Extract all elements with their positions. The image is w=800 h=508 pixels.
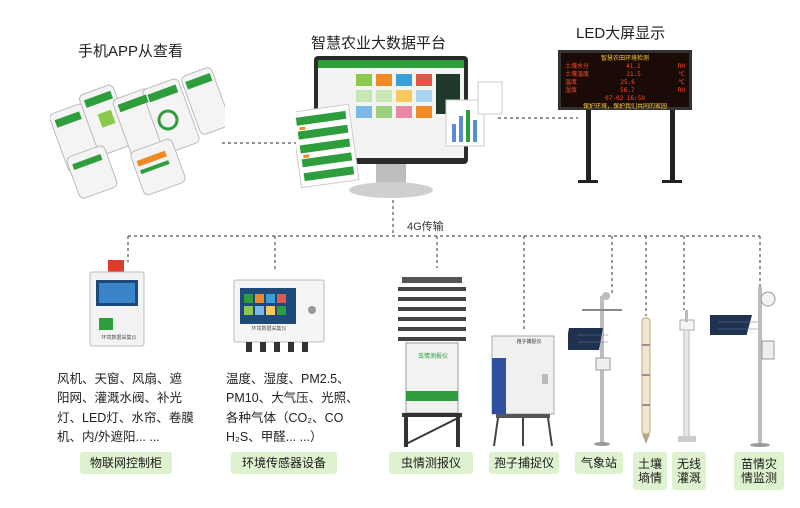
seedling-label: 苗情灾 情监测	[734, 452, 784, 490]
cabinet-description: 风机、天窗、风扇、遮 阳网、灌溉水阀、补光 灯、LED灯、水帘、卷膜 机、内/外…	[57, 372, 194, 445]
led-title: 智慧农田环境检测	[600, 55, 649, 62]
led-slogan: 保护环境，保护我们共同的家园	[582, 103, 667, 110]
spore-trap-illustration: 孢子捕捉仪	[486, 330, 560, 448]
irrigation-label: 无线 灌溉	[672, 452, 706, 490]
insect-sign: 虫情测报仪	[418, 354, 449, 360]
led-post-right	[670, 110, 675, 182]
cabinet-label: 物联网控制柜	[80, 452, 172, 474]
sensor-panel-text: 环境数据采集仪	[251, 326, 287, 332]
led-foot-left	[578, 180, 598, 183]
led-post-left	[586, 110, 591, 182]
weather-station-illustration	[565, 288, 630, 448]
app-header: 手机APP从查看	[78, 43, 184, 60]
spore-sign: 孢子捕捉仪	[516, 339, 542, 345]
platform-monitor-illustration	[290, 52, 506, 208]
sensor-box-illustration: 环境数据采集仪	[232, 278, 328, 358]
led-time: 07-02 16:59	[605, 95, 645, 102]
cabinet-panel-text: 环境数据采集仪	[101, 335, 137, 341]
soil-label: 土壤 墒情	[633, 452, 667, 490]
irrigation-illustration	[672, 306, 702, 448]
soil-probe-illustration	[636, 314, 656, 446]
weather-label: 气象站	[575, 452, 623, 474]
insect-label: 虫情测报仪	[389, 452, 473, 474]
led-header: LED大屏显示	[576, 25, 666, 42]
platform-header: 智慧农业大数据平台	[311, 35, 447, 52]
sensor-label: 环境传感器设备	[231, 452, 337, 474]
led-foot-right	[662, 180, 682, 183]
sensor-description: 温度、湿度、PM2.5、 PM10、大气压、光照、 各种气体（CO₂、CO H₂…	[226, 372, 359, 445]
seedling-monitor-illustration	[702, 285, 786, 450]
phone-app-illustration	[49, 62, 231, 202]
control-cabinet-illustration: 环境数据采集仪	[86, 258, 150, 350]
network-label: 4G传输	[405, 218, 446, 234]
insect-monitor-illustration: 虫情测报仪	[392, 265, 472, 450]
spore-label: 孢子捕捉仪	[489, 452, 559, 474]
